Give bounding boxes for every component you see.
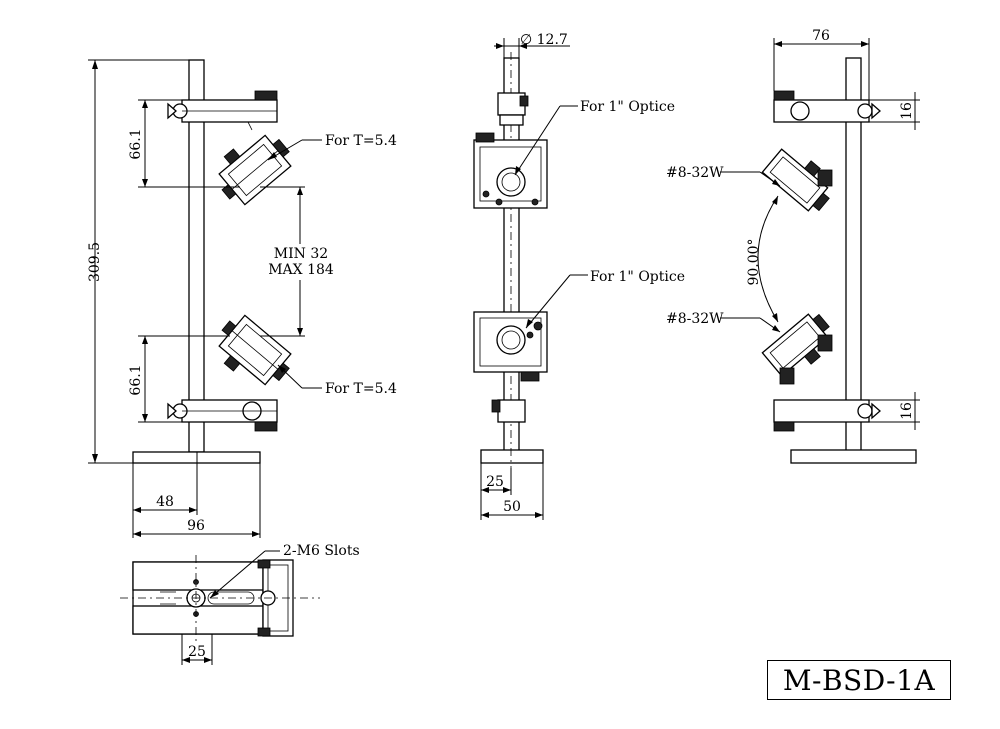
callout-slots: 2-M6 Slots: [283, 543, 360, 559]
dim-angle: 90.00°: [746, 238, 762, 285]
dim-rear-top-height: 16: [899, 102, 915, 120]
side-upper-mount: [473, 132, 548, 209]
dim-top-offset: 25: [188, 644, 206, 660]
callout-lower-optic: For 1" Optice: [590, 269, 685, 285]
rear-lower-mirror-mount: [761, 313, 830, 377]
dim-rear-bottom-height: 16: [899, 402, 915, 420]
front-lower-mirror-mount: [218, 314, 292, 386]
rear-base: [790, 449, 917, 464]
front-upper-mirror-mount: [218, 134, 292, 206]
dim-rod-diameter: ∅ 12.7: [520, 32, 568, 48]
callout-upper-thickness: For T=5.4: [325, 133, 397, 149]
rear-upper-mirror-mount: [761, 148, 830, 212]
callout-lower-thickness: For T=5.4: [325, 381, 397, 397]
front-upper-clamp: [167, 90, 278, 131]
side-lower-mount: [473, 311, 548, 382]
front-view: 309.5 66.1 66.1 MIN 32 MAX 184 For T=5.4…: [87, 59, 397, 538]
rear-view: 90.00° #8-32W #8-32W 76 16 16: [666, 28, 920, 464]
dim-base-half: 48: [156, 494, 174, 510]
model-label-box: M-BSD-1A: [767, 660, 951, 700]
dim-side-offset: 25: [486, 474, 504, 490]
dim-lower-spacing: 66.1: [128, 364, 144, 395]
dim-min: MIN 32: [274, 246, 328, 262]
dim-base-width: 96: [187, 518, 205, 534]
model-label: M-BSD-1A: [782, 663, 936, 697]
dim-rear-width: 76: [812, 28, 830, 44]
front-lower-clamp: [167, 399, 278, 432]
top-view: 2-M6 Slots 25: [120, 543, 360, 665]
dim-upper-spacing: 66.1: [128, 128, 144, 159]
side-view: ∅ 12.7 For 1" Optice For 1" Optice 25 50: [473, 32, 685, 520]
dim-total-height: 309.5: [87, 242, 103, 282]
callout-lower-thread: #8-32W: [666, 311, 724, 327]
dim-max: MAX 184: [268, 262, 334, 278]
callout-upper-optic: For 1" Optice: [580, 99, 675, 115]
dim-side-base-width: 50: [503, 499, 521, 515]
callout-upper-thread: #8-32W: [666, 165, 724, 181]
side-base: [480, 449, 544, 464]
